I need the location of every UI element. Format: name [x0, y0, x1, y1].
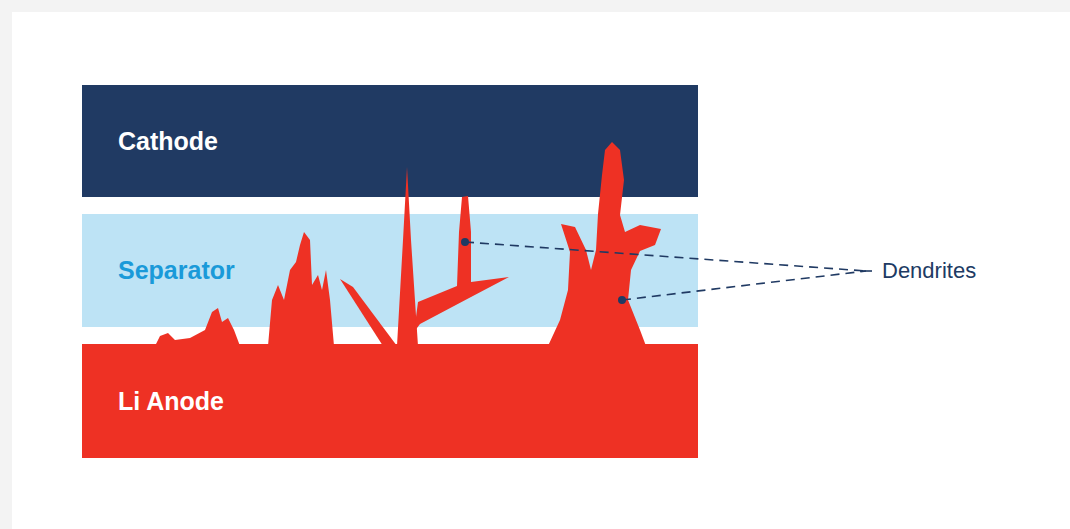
dendrite-cluster: [268, 232, 334, 346]
leader-tick: [860, 270, 872, 272]
anode-band: Li Anode: [82, 344, 698, 458]
dendrite-coral: [548, 142, 661, 346]
band-label: Separator: [118, 256, 235, 285]
callout-label: Dendrites: [882, 258, 976, 284]
dendrite-diagonal: [340, 279, 397, 346]
separator-band: Separator: [82, 214, 698, 327]
dendrite-spike: [397, 167, 418, 346]
leader-line: [622, 271, 866, 300]
dendrite-small: [155, 308, 240, 346]
leader-line: [465, 242, 866, 271]
dendrite-group: [155, 142, 661, 346]
leader-dot: [618, 296, 626, 304]
leader-dot: [461, 238, 469, 246]
band-label: Li Anode: [118, 387, 224, 416]
leader-lines: [465, 242, 866, 300]
cathode-band: Cathode: [82, 85, 698, 197]
band-label: Cathode: [118, 127, 218, 156]
dendrite-branch: [414, 196, 509, 332]
